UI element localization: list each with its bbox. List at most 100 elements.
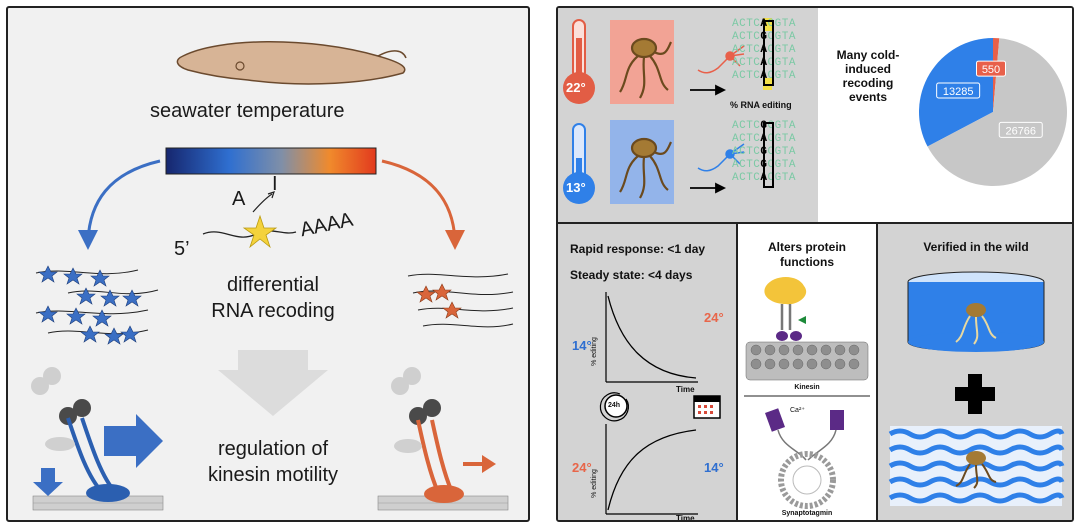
kinesin-cold-icon: [31, 367, 163, 502]
sequence-suffix: CGTA: [767, 146, 796, 158]
pie-title-line: Many cold-: [836, 48, 900, 62]
x-axis-label-top: Time: [676, 385, 695, 394]
ocean-waves-icon: [888, 426, 1065, 506]
pie-title-line: events: [848, 90, 888, 104]
kinesin-warm-icon: [391, 367, 496, 503]
kinesin-motor-icon: [764, 277, 807, 341]
temp24-bottom-label: 24°: [572, 460, 592, 475]
sequence-suffix: CGTA: [767, 120, 796, 132]
warm-edit-site-box: [763, 20, 774, 86]
sequence-prefix: ACTC: [732, 70, 761, 82]
microtubule-left: [32, 495, 164, 511]
sequence-prefix: ACTC: [732, 133, 761, 145]
pie-label-box: [936, 82, 981, 99]
sequence-prefix: ACTC: [732, 120, 761, 132]
temp-cold-label: 13°: [566, 180, 586, 195]
thermometer-cold-icon: [563, 123, 595, 204]
sequence-suffix: CGTA: [767, 70, 796, 82]
sequence-prefix: ACTC: [732, 159, 761, 171]
temp14-top-label: 14°: [572, 338, 592, 353]
sequence-prefix: ACTC: [732, 57, 761, 69]
warm-rna-strands: [407, 273, 514, 328]
five-prime-label: 5’: [174, 238, 190, 260]
sequence-prefix: ACTC: [732, 146, 761, 158]
summary-graphics: [31, 41, 514, 511]
wild-title: Verified in the wild: [923, 240, 1029, 254]
col-divider-2: [876, 224, 878, 520]
tank-icon: [907, 271, 1045, 352]
decay-plot: [605, 292, 698, 383]
pie-title-line: induced: [844, 62, 891, 76]
motility-label-line1: regulation of: [217, 438, 329, 460]
rise-plot: [605, 424, 698, 515]
plus-sign: [955, 374, 995, 414]
sequence-suffix: CGTA: [767, 57, 796, 69]
clock-icon: [599, 392, 629, 422]
sequence-suffix: CGTA: [767, 133, 796, 145]
pie-label-box: [998, 121, 1043, 138]
summary-panel: seawater temperature A I 5’ AAAA differe…: [6, 6, 530, 522]
sequence-prefix: ACTC: [732, 18, 761, 30]
cold-edit-site-box: [763, 122, 774, 188]
inosine-label: I: [272, 173, 278, 195]
neuron-warm-icon: [697, 45, 745, 74]
x-axis-label-bottom: Time: [676, 514, 695, 522]
temp24-top-label: 24°: [704, 310, 724, 325]
temp14-bottom-label: 14°: [704, 460, 724, 475]
sequence-suffix: CGTA: [767, 44, 796, 56]
sequence-suffix: CGTA: [767, 172, 796, 184]
steady-state-label: Steady state: <4 days: [570, 268, 693, 282]
protein-functions-cell: Alters protein functions: [738, 224, 876, 520]
pie-title-line: recoding: [842, 76, 894, 90]
recoding-label-line1: differential: [227, 274, 319, 296]
squid-icon: [176, 41, 407, 85]
pie-slice-label: 26766: [1005, 125, 1036, 137]
pie-slice: [927, 38, 1067, 186]
thermometer-warm-icon: [563, 19, 595, 104]
rna-editing-diagram: [202, 191, 297, 249]
protein-title-line2: functions: [780, 255, 834, 269]
sequence-prefix: ACTC: [732, 172, 761, 184]
wild-verification-cell: Verified in the wild: [878, 224, 1072, 520]
pie-slice-label: 13285: [943, 86, 974, 98]
sequence-suffix: CGTA: [767, 159, 796, 171]
kinetics-cell: Rapid response: <1 day Steady state: <4 …: [558, 224, 736, 522]
y-axis-label-top: % editing: [590, 337, 598, 366]
calendar-icon: [693, 395, 721, 419]
synaptotagmin-icon: [765, 408, 844, 509]
microtubule-icon: [745, 341, 869, 381]
sequence-suffix: CGTA: [767, 31, 796, 43]
down-arrow: [218, 350, 328, 416]
cold-arrow: [86, 159, 161, 241]
protein-title-line1: Alters protein: [767, 240, 846, 254]
rna-editing-label: % RNA editing: [730, 100, 792, 110]
pie-slice-label: 550: [982, 64, 1000, 76]
warm-arrow: [381, 159, 457, 241]
sequence-suffix: CGTA: [767, 18, 796, 30]
calcium-label: Ca²⁺: [790, 407, 805, 414]
temperature-gradient-bar: [165, 147, 377, 175]
adenosine-label: A: [232, 188, 246, 210]
y-axis-label-bottom: % editing: [590, 469, 598, 498]
recoding-pie-chart: 13285 550 26766: [919, 38, 1067, 186]
neuron-cold-icon: [697, 143, 745, 172]
col-divider-1: [736, 224, 738, 520]
recoding-label-line2: RNA recoding: [211, 300, 335, 322]
pie-label-box: [976, 60, 1006, 77]
clock-label: 24h: [608, 402, 621, 409]
sequence-prefix: ACTC: [732, 44, 761, 56]
synaptotagmin-label: Synaptotagmin: [781, 510, 833, 517]
motility-label-line2: kinesin motility: [207, 464, 339, 486]
cold-rna-strands: [35, 265, 159, 345]
temp-warm-label: 22°: [566, 80, 586, 95]
seawater-temperature-label: seawater temperature: [150, 100, 345, 122]
rapid-response-label: Rapid response: <1 day: [570, 242, 706, 256]
pie-slice: [919, 38, 993, 147]
sequence-prefix: ACTC: [732, 31, 761, 43]
row-divider: [558, 222, 1072, 224]
kinesin-label: Kinesin: [794, 384, 820, 391]
